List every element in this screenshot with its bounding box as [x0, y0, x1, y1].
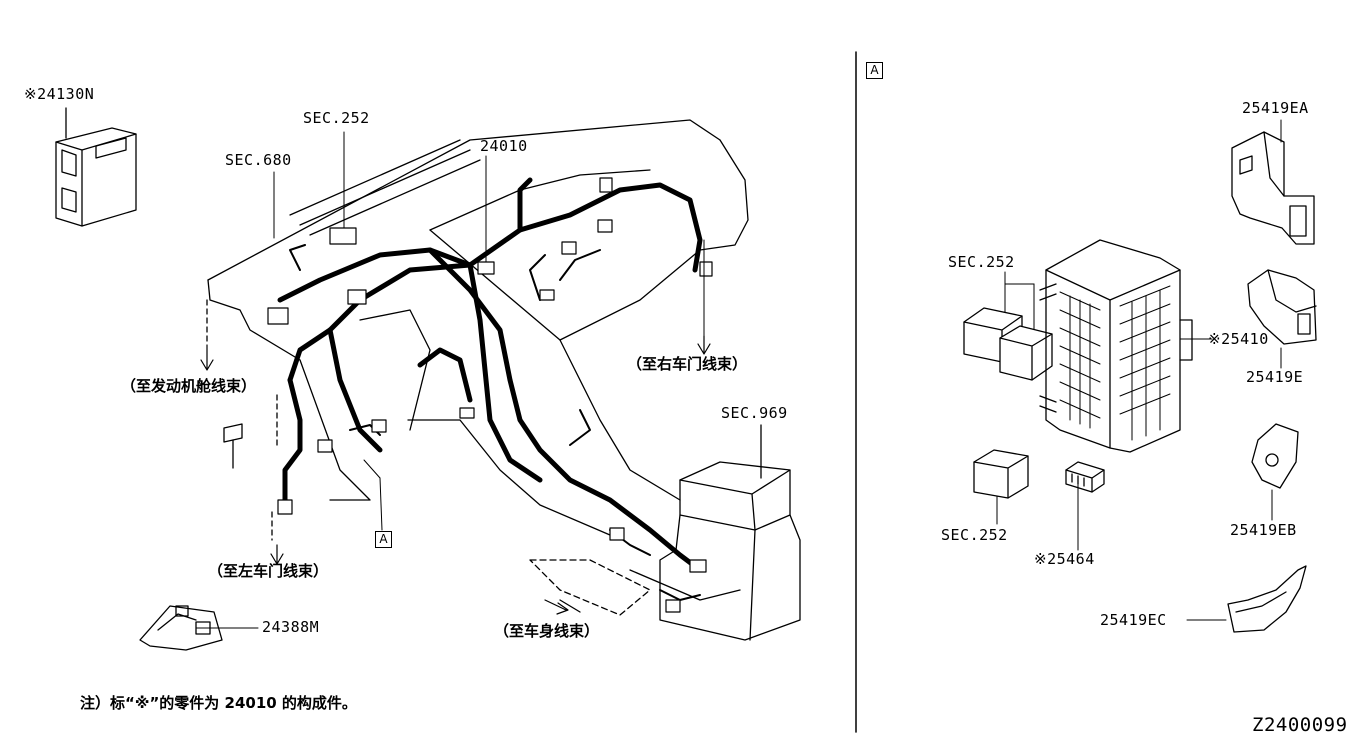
ref-label-sec252-top: SEC.252: [303, 109, 370, 127]
part-label-25419ea: 25419EA: [1242, 99, 1309, 117]
part-label-24010: 24010: [480, 137, 528, 155]
ref-label-sec680: SEC.680: [225, 151, 292, 169]
label-engine-room-harness: （至发动机舱线束）: [121, 377, 257, 395]
section-marker-a-header: A: [866, 62, 883, 79]
label-left-door-harness: （至左车门线束）: [208, 562, 329, 580]
harness-connectors: [267, 177, 713, 613]
part-label-24130n: ※24130N: [24, 85, 95, 103]
bracket-25419ec-drawing: [1227, 565, 1307, 633]
label-body-harness: （至车身线束）: [494, 622, 600, 640]
part-label-25419ec: 25419EC: [1100, 611, 1167, 629]
part-label-25419e: 25419E: [1246, 368, 1304, 386]
part-label-25419eb: 25419EB: [1230, 521, 1297, 539]
ref-label-sec969: SEC.969: [721, 404, 788, 422]
dashboard-outline: [206, 119, 749, 616]
bracket-25419eb-drawing: [1251, 423, 1299, 489]
ref-label-sec252-relays: SEC.252: [948, 253, 1015, 271]
diagram-code: Z2400099: [1252, 714, 1348, 736]
module-24130n-drawing: [55, 107, 137, 227]
harness-bundle: [277, 177, 703, 573]
ref-label-sec252-bottom: SEC.252: [941, 526, 1008, 544]
label-right-door-harness: （至右车门线束）: [627, 355, 748, 373]
part-label-25410: ※25410: [1208, 330, 1269, 348]
part-label-24388m: 24388M: [262, 618, 320, 636]
direction-arrows: [200, 335, 711, 615]
bracket-25419ea-drawing: [1231, 131, 1315, 245]
leader-lines: [195, 119, 1282, 629]
bolt-drawing: [223, 423, 243, 469]
fuse-box-25410-drawing: [1039, 239, 1193, 453]
relays-sec252-drawing: [963, 307, 1053, 499]
bracket-25419e-drawing: [1247, 269, 1317, 345]
footnote: 注）标“※”的零件为 24010 的构成件。: [80, 694, 357, 712]
part-label-25464: ※25464: [1034, 550, 1095, 568]
fuse-puller-25464-drawing: [1065, 461, 1105, 493]
section-marker-a-callout: A: [375, 531, 392, 548]
bracket-24388m-drawing: [139, 605, 223, 651]
